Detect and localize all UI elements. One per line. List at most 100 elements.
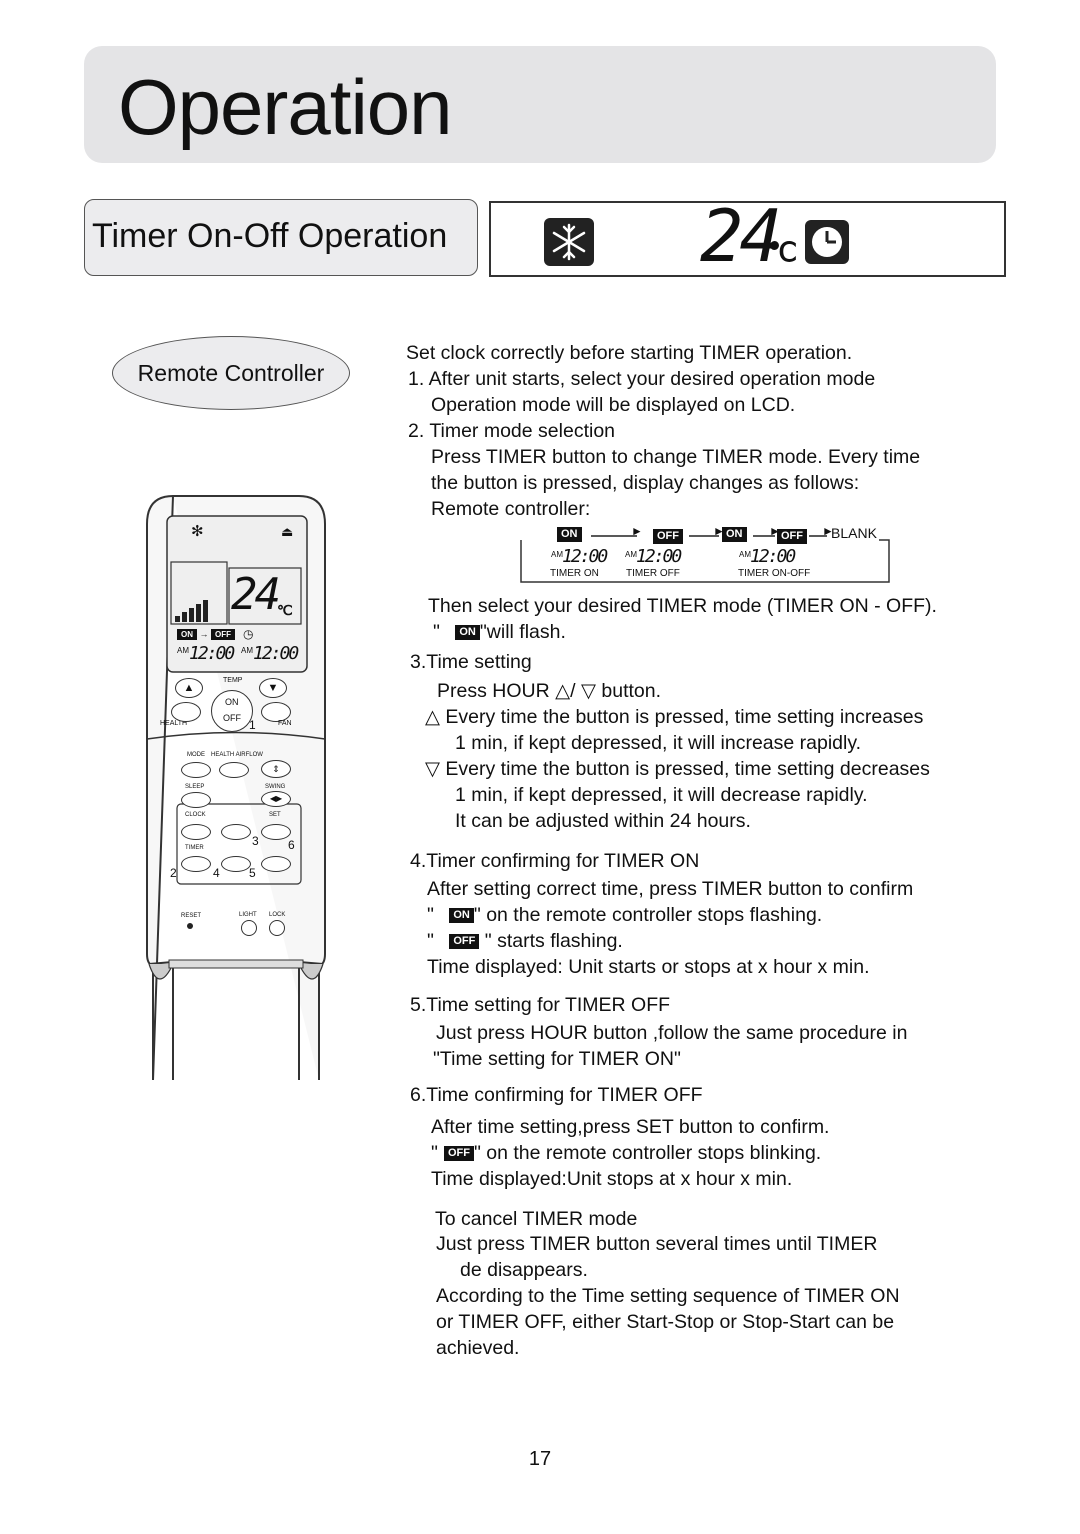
step-marker-1: 1 [249,718,256,732]
diagram-label-timer-on: TIMER ON [550,568,599,579]
health-button[interactable] [171,702,201,722]
step4-title: 4.Timer confirming for TIMER ON [410,850,700,872]
lcd-celsius-unit: ℃ [768,237,798,267]
triangle-down-icon: ▽ [580,680,596,702]
clock-icon [805,220,849,264]
step2-after: Then select your desired TIMER mode (TIM… [428,595,937,617]
remote-time-1: 12:00 [189,643,235,664]
cancel-title: To cancel TIMER mode [435,1208,638,1230]
remote-off-label: OFF [223,713,241,723]
step3-note: It can be adjusted within 24 hours. [455,810,751,832]
remote-signal-bars-icon [175,600,208,622]
section-title-box [84,199,478,276]
diagram-time-2: 12:00 [636,546,682,567]
lcd-temperature: 24 [700,194,783,278]
light-button[interactable] [241,920,257,936]
step-marker-4: 4 [213,866,220,880]
step3-press-pre: Press HOUR [437,680,550,702]
triangle-up-icon: △ [555,680,571,702]
diagram-am-1: AM [551,550,563,559]
remote-on-badge: ON [177,629,197,641]
step5-line1: Just press HOUR button ,follow the same … [436,1022,908,1044]
reset-button[interactable] [187,923,193,929]
timer-button[interactable] [181,856,211,872]
lcd-display-box [489,201,1006,277]
clock-button[interactable] [181,824,211,840]
arrow-right-icon: → [199,629,209,639]
step4-line2: " on the remote controller stops flashin… [473,904,823,926]
step1-title: 1. After unit starts, select your desire… [408,368,876,390]
step4-on-badge: ON [449,908,474,924]
temp-up-button[interactable]: ▲ [175,678,203,698]
diagram-off-badge-2: OFF [777,529,807,544]
remote-set-label: SET [269,812,281,818]
on-off-button[interactable] [211,690,253,732]
step1-line: Operation mode will be displayed on LCD. [431,394,796,416]
quote-mark: " [427,930,434,952]
remote-am-2: AM [241,646,253,655]
remote-mode-label: MODE [187,752,205,758]
remote-light-label: LIGHT [239,912,257,918]
remote-controller-illustration: ✻ ⏏ 24 ℃ ON → OFF ◷ AM 12:00 AM 12:00 TE… [143,494,329,1084]
step3-inc2: 1 min, if kept depressed, it will increa… [455,732,862,754]
quote-mark: " [433,621,440,643]
step-marker-3: 3 [252,834,259,848]
step4-off-badge: OFF [449,934,480,950]
triangle-up-icon: △ [425,706,440,728]
step5-line2: "Time setting for TIMER ON" [433,1048,681,1070]
step3-title: 3.Time setting [410,651,532,673]
swing-button[interactable]: ◀▶ [261,791,291,807]
remote-on-label: ON [225,697,239,707]
lock-button[interactable] [269,920,285,936]
mode-button[interactable] [181,762,211,778]
hour-up-button[interactable] [221,824,251,840]
header-banner [84,46,996,163]
hour-down-button[interactable] [221,856,251,872]
remote-clock-label: CLOCK [185,812,206,818]
quote-mark: " [431,1142,438,1164]
page-title: Operation [118,63,453,151]
snowflake-icon [544,218,594,266]
step3-press-post: button. [601,680,662,702]
cancel-button[interactable] [261,856,291,872]
remote-swing-label: SWING [265,784,286,790]
remote-sleep-label: SLEEP [185,784,205,790]
remote-lcd-temperature: 24 [231,569,281,620]
cancel-line-5: achieved. [436,1337,520,1359]
step6-off-badge: OFF [443,1146,474,1162]
cancel-line-4: or TIMER OFF, either Start-Stop or Stop-… [436,1311,895,1333]
cancel-line-3: According to the Time setting sequence o… [436,1285,900,1307]
arrow-right-icon: ► [713,524,725,538]
sleep-button[interactable] [181,792,211,808]
section-title: Timer On-Off Operation [92,217,448,255]
step2-title: 2. Timer mode selection [408,420,616,442]
diagram-label-timer-off: TIMER OFF [626,568,680,579]
remote-controller-label: Remote Controller [137,360,325,386]
step6-line1: After time setting,press SET button to c… [431,1116,830,1138]
remote-health-label: HEALTH [160,720,188,727]
step4-off-line: " OFF " starts flashing. [427,929,623,953]
step4-line1: After setting correct time, press TIMER … [427,878,914,900]
step4-line3: " starts flashing. [484,930,623,952]
step3-press-line: Press HOUR △/ ▽ button. [437,679,661,703]
set-button[interactable] [261,824,291,840]
diagram-label-timer-on-off: TIMER ON-OFF [738,568,811,579]
step6-line2: " on the remote controller stops blinkin… [473,1142,822,1164]
step-marker-6: 6 [288,838,295,852]
step6-off-line: " OFF" on the remote controller stops bli… [431,1141,821,1165]
diagram-am-3: AM [739,550,751,559]
timer-mode-diagram: ON ► OFF ► ON ► OFF ► BLANK AM 12:00 AM … [519,524,892,584]
temp-down-button[interactable]: ▼ [259,678,287,698]
cancel-line-2: de disappears. [460,1259,588,1281]
remote-reset-label: RESET [181,913,202,919]
flash-text: "will flash. [479,621,566,643]
remote-fan-label: FAN [278,720,292,727]
diagram-on-badge-2: ON [722,527,747,542]
remote-fan-icon: ✻ [191,523,204,540]
arrow-right-icon: ► [631,524,643,538]
step-marker-5: 5 [249,866,256,880]
airflow-updown-button[interactable]: ⇕ [261,760,291,778]
fan-button[interactable] [261,702,291,722]
step6-line3: Time displayed:Unit stops at x hour x mi… [431,1168,793,1190]
health-airflow-button[interactable] [219,762,249,778]
